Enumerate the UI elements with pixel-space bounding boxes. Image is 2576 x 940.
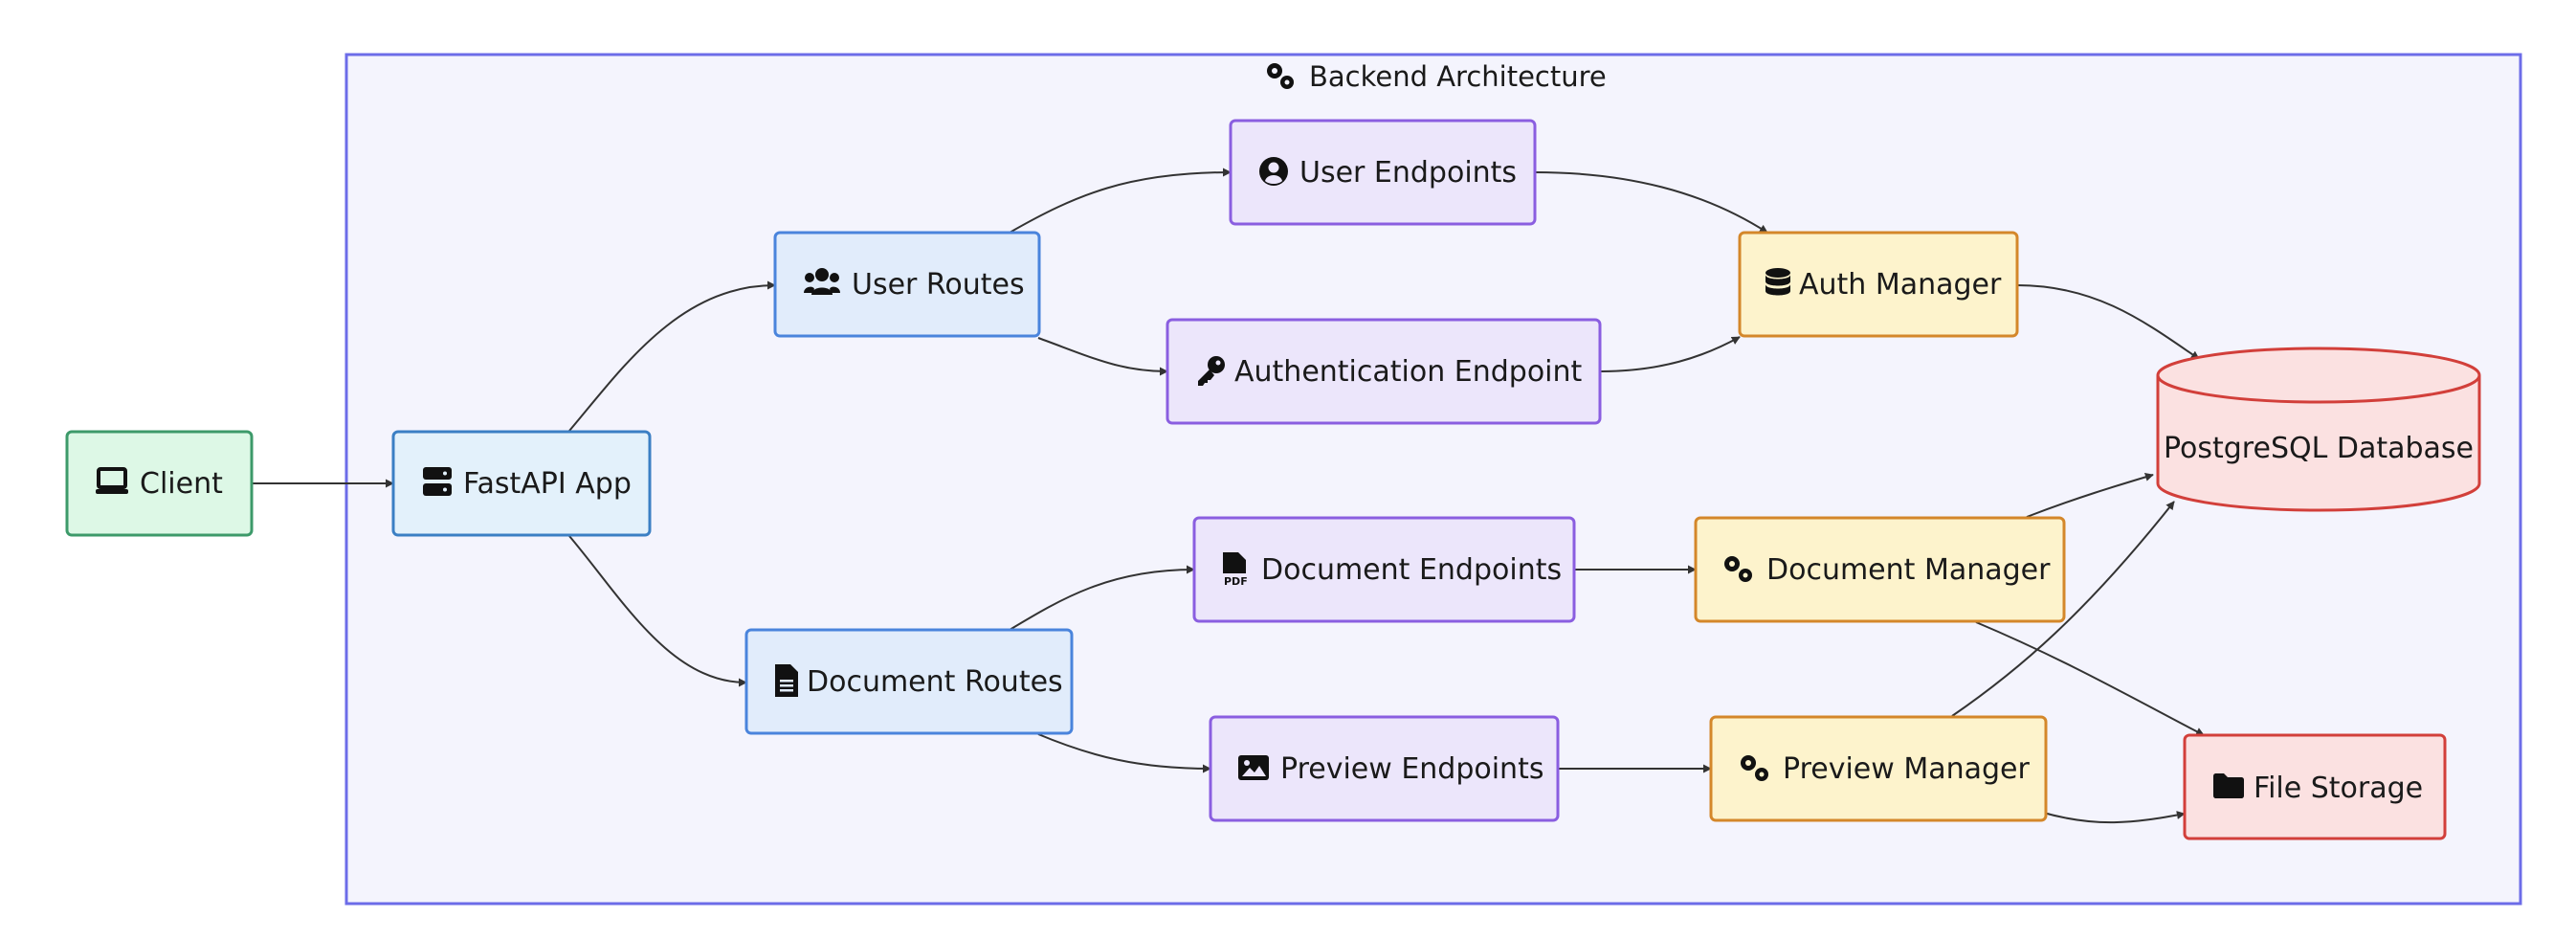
edges	[252, 168, 2205, 824]
node-user-routes-label: User Routes	[852, 268, 1025, 302]
node-document-routes-label: Document Routes	[807, 665, 1063, 699]
users-icon	[804, 268, 840, 295]
gears-icon	[1267, 63, 1294, 89]
folder-icon	[2213, 773, 2244, 798]
subgraph-title: Backend Architecture	[1267, 60, 1607, 93]
edge-document-manager-postgres	[2026, 473, 2154, 518]
node-file-storage-label: File Storage	[2254, 772, 2423, 805]
node-document-routes[interactable]: Document Routes	[744, 628, 1074, 735]
node-auth-manager-label: Auth Manager	[1799, 268, 2002, 302]
node-preview-endpoints-label: Preview Endpoints	[1280, 752, 1543, 786]
node-client[interactable]: Client	[65, 430, 254, 537]
node-postgres-label: PostgreSQL Database	[2164, 432, 2474, 465]
edge-fastapi-user-routes	[568, 280, 776, 432]
laptop-icon	[96, 467, 128, 494]
node-preview-endpoints[interactable]: Preview Endpoints	[1209, 715, 1560, 822]
user-circle-icon	[1259, 157, 1288, 186]
node-document-endpoints-label: Document Endpoints	[1261, 553, 1562, 587]
svg-text:PDF: PDF	[1224, 575, 1248, 588]
node-user-endpoints-label: User Endpoints	[1299, 156, 1517, 190]
node-auth-manager[interactable]: Auth Manager	[1738, 231, 2019, 338]
edge-document-routes-preview-endpoints	[1037, 733, 1211, 773]
edge-document-manager-file-storage	[1975, 621, 2205, 736]
edge-user-routes-user-endpoints	[1009, 168, 1232, 234]
node-file-storage[interactable]: File Storage	[2183, 733, 2447, 840]
node-fastapi-app[interactable]: FastAPI App	[391, 430, 652, 537]
edge-fastapi-document-routes	[568, 535, 747, 687]
node-authentication-endpoint[interactable]: Authentication Endpoint	[1166, 318, 1602, 425]
file-pdf-icon: PDF	[1223, 552, 1248, 588]
node-document-manager-label: Document Manager	[1766, 553, 2051, 587]
node-document-endpoints[interactable]: PDF Document Endpoints	[1192, 516, 1576, 623]
database-icon	[1765, 268, 1790, 296]
gears-icon	[1724, 556, 1752, 582]
node-postgresql-database[interactable]: PostgreSQL Database	[2156, 347, 2481, 512]
edge-preview-manager-file-storage	[2039, 811, 2186, 824]
node-user-routes[interactable]: User Routes	[773, 231, 1041, 338]
node-document-manager[interactable]: Document Manager	[1694, 516, 2066, 623]
edge-auth-endpoint-auth-manager	[1599, 336, 1741, 372]
node-client-label: Client	[140, 467, 223, 501]
file-lines-icon	[775, 664, 798, 697]
edge-auth-manager-postgres	[2016, 284, 2200, 360]
node-preview-manager[interactable]: Preview Manager	[1709, 715, 2048, 822]
server-icon	[423, 467, 452, 496]
gears-icon	[1741, 755, 1768, 781]
edge-user-routes-auth-endpoint	[1037, 337, 1168, 376]
edge-user-endpoints-auth-manager	[1534, 171, 1768, 234]
node-fastapi-label: FastAPI App	[463, 467, 632, 501]
image-icon	[1238, 755, 1269, 780]
node-preview-manager-label: Preview Manager	[1783, 752, 2030, 786]
node-auth-endpoint-label: Authentication Endpoint	[1234, 355, 1583, 389]
key-icon	[1198, 356, 1225, 386]
edge-preview-manager-postgres	[1951, 501, 2175, 717]
subgraph-title-text: Backend Architecture	[1309, 60, 1607, 93]
edge-document-routes-document-endpoints	[1009, 565, 1195, 631]
node-user-endpoints[interactable]: User Endpoints	[1229, 119, 1537, 226]
